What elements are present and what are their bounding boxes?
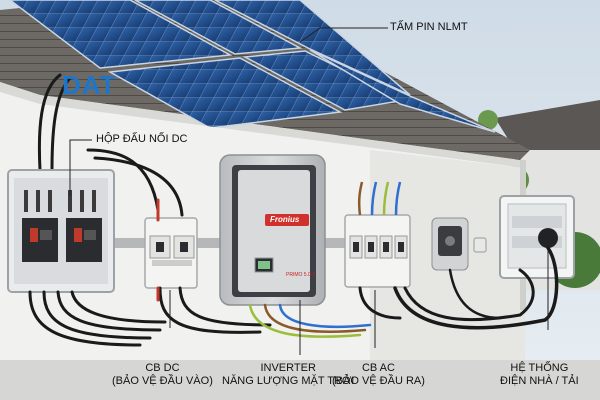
main-cables bbox=[28, 198, 559, 347]
distribution-board-icon bbox=[499, 195, 575, 279]
junction-box-icon bbox=[7, 169, 115, 293]
roof-fascia bbox=[0, 82, 525, 168]
circuit-breaker-icon bbox=[344, 214, 411, 288]
label-cb-dc-sub: (BẢO VỆ ĐẦU VÀO) bbox=[112, 375, 213, 387]
label-home-system-title: HỆ THỐNG bbox=[510, 362, 569, 374]
roof-cables bbox=[37, 73, 184, 217]
label-cb-dc: CB DC (BẢO VỆ ĐẦU VÀO) bbox=[112, 362, 213, 388]
label-inverter-title: INVERTER bbox=[260, 362, 316, 374]
ground bbox=[0, 360, 600, 400]
wall-shade bbox=[370, 150, 525, 400]
wall-socket bbox=[473, 237, 487, 253]
label-cb-ac: CB AC (BẢO VỆ ĐẦU RA) bbox=[332, 362, 425, 388]
callout-lines bbox=[69, 27, 549, 355]
label-cb-ac-sub: (BẢO VỆ ĐẦU RA) bbox=[332, 375, 425, 387]
label-inverter: INVERTER NĂNG LƯỢNG MẶT TRỜI bbox=[222, 362, 354, 388]
label-cb-ac-title: CB AC bbox=[361, 362, 395, 374]
label-home-system-sub: ĐIỆN NHÀ / TẢI bbox=[500, 375, 579, 387]
ac-wires bbox=[357, 181, 402, 216]
solar-panel-icon bbox=[8, 0, 496, 133]
circuit-breaker-icon bbox=[144, 217, 198, 289]
label-inverter-sub: NĂNG LƯỢNG MẶT TRỜI bbox=[222, 375, 355, 387]
label-solar-panel: TẤM PIN NLMT bbox=[390, 21, 468, 33]
brand-logo: DAT bbox=[62, 70, 117, 100]
inverter-icon bbox=[219, 154, 326, 306]
ev-charger-icon bbox=[431, 217, 469, 271]
inverter-brand-label: Fronius bbox=[270, 215, 300, 224]
inverter-model-label: PRIMO 5.0-1 bbox=[286, 272, 316, 278]
label-dc-junction-box: HỘP ĐẤU NỐI DC bbox=[96, 133, 188, 145]
label-home-system: HỆ THỐNG ĐIỆN NHÀ / TẢI bbox=[500, 362, 579, 388]
neighbor-roof bbox=[495, 100, 600, 160]
label-cb-dc-title: CB DC bbox=[145, 362, 180, 374]
